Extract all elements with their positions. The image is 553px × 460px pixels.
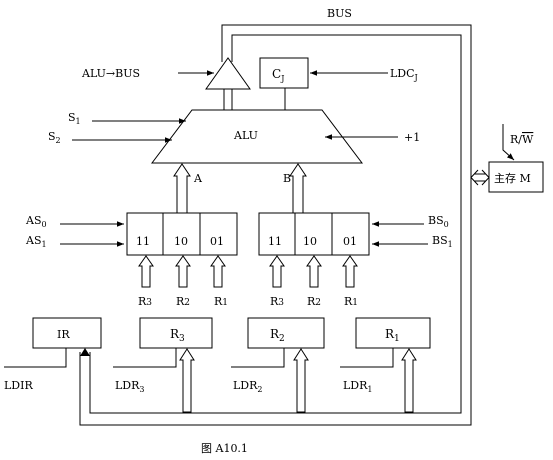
mux-a-input-r2-arrow — [175, 255, 191, 288]
s2-label: S2 — [48, 130, 61, 145]
mux-a-cell-01: 01 — [210, 235, 224, 248]
plus-one-label: +1 — [404, 131, 420, 144]
cj-register — [259, 57, 309, 89]
ldir-label: LDIR — [4, 379, 33, 392]
b-label: B — [283, 172, 291, 185]
figure-caption: 图 A10.1 — [201, 442, 248, 455]
bus-memory-double-arrow — [470, 169, 490, 186]
mux-b-input-r3-arrow — [269, 255, 285, 288]
alu-bus-buffer — [205, 57, 251, 90]
a-bus-arrow — [173, 163, 191, 214]
as1-label: AS1 — [25, 234, 47, 249]
mux-a: 11 10 01 — [126, 212, 238, 256]
bs1-label: BS1 — [432, 234, 453, 249]
as0-label: AS0 — [25, 214, 47, 229]
r1-register — [355, 317, 431, 349]
a-label: A — [193, 172, 203, 185]
mux-b-cell-10: 10 — [303, 235, 317, 248]
alu-unit — [150, 109, 364, 164]
ldr1-label: LDR1 — [343, 379, 373, 394]
cj-label: CJ — [272, 67, 284, 83]
mux-a-cell-10: 10 — [174, 235, 188, 248]
ldr1-line — [340, 348, 394, 368]
mux-a-cell-11: 11 — [136, 235, 150, 248]
memory-label: 主存 M — [494, 171, 531, 185]
ir-register — [32, 317, 102, 349]
bus-to-r3-arrow — [179, 348, 195, 413]
r1-label: R1 — [385, 327, 400, 344]
mux-b-input-r1-arrow — [342, 255, 358, 288]
alu-label: ALU — [233, 129, 258, 142]
ldr3-line — [113, 348, 177, 368]
r2-register — [247, 317, 325, 349]
mux-b-cell-01: 01 — [343, 235, 357, 248]
alu-bus-label: ALU→BUS — [81, 67, 140, 80]
s1-label: S1 — [68, 111, 81, 126]
ldr3-label: LDR3 — [115, 379, 145, 394]
mux-b-input-r2-arrow — [306, 255, 322, 288]
mux-b-input-r1-label: R1 — [344, 295, 358, 308]
mux-a-input-r3-arrow — [138, 255, 154, 288]
ldr2-line — [231, 348, 285, 368]
bus-lines — [79, 24, 472, 426]
mux-b-cell-11: 11 — [268, 235, 282, 248]
r2-label: R2 — [270, 327, 285, 344]
mux-a-input-r3-label: R3 — [138, 295, 152, 308]
ir-label: IR — [57, 328, 70, 341]
ldr2-label: LDR2 — [233, 379, 263, 394]
r3-register — [139, 317, 213, 349]
bus-to-r1-arrow — [401, 348, 417, 413]
mux-b-input-r3-label: R3 — [270, 295, 284, 308]
ldir-line — [4, 348, 67, 368]
mux-b-input-r2-label: R2 — [307, 295, 321, 308]
mux-b: 11 10 01 — [258, 212, 370, 256]
bus-label: BUS — [327, 7, 352, 20]
r3-label: R3 — [170, 327, 185, 344]
mux-a-input-r1-arrow — [210, 255, 226, 288]
bus-to-r2-arrow — [293, 348, 309, 413]
mux-a-input-r2-label: R2 — [176, 295, 190, 308]
b-bus-arrow — [289, 163, 307, 214]
main-memory — [488, 161, 544, 193]
mux-a-input-r1-label: R1 — [214, 295, 228, 308]
ldcj-label: LDCJ — [390, 67, 418, 82]
rw-label: R/W — [510, 133, 534, 146]
rw-line — [502, 124, 515, 161]
bs0-label: BS0 — [428, 214, 449, 229]
